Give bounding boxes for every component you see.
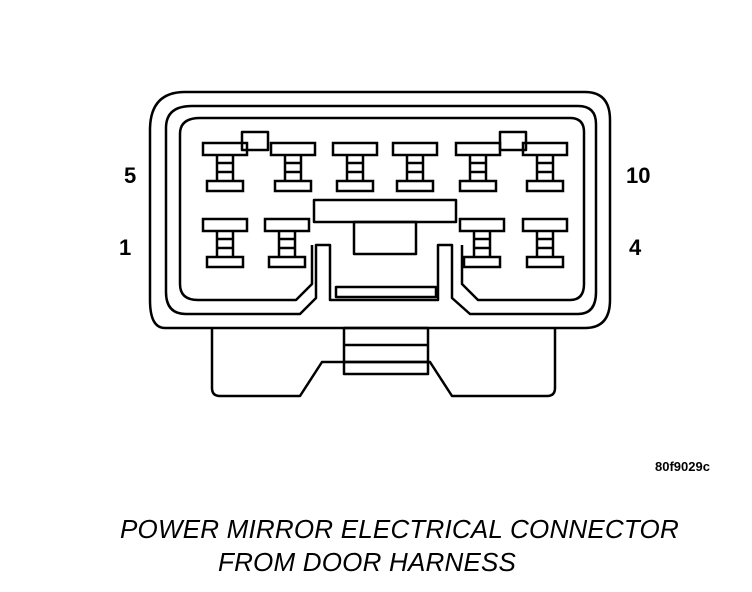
pin-label-4: 4 <box>629 235 642 260</box>
keying-block <box>352 220 418 256</box>
terminal-pin-7 <box>331 141 379 193</box>
locator-right <box>498 130 528 152</box>
terminal-pin-8 <box>391 141 439 193</box>
terminal-pin-5 <box>201 141 249 193</box>
terminal-pin-10 <box>521 141 569 193</box>
pin-label-10: 10 <box>626 163 650 188</box>
locator-left <box>240 130 270 152</box>
keying-slot <box>334 285 438 299</box>
reference-code: 80f9029c <box>655 459 710 474</box>
caption-subtitle: FROM DOOR HARNESS <box>218 547 517 577</box>
keying-bar <box>312 198 458 224</box>
connector-housing-outline <box>148 90 612 330</box>
terminal-pin-9 <box>454 141 502 193</box>
terminal-pin-4 <box>521 217 569 269</box>
terminal-pin-2 <box>263 217 311 269</box>
pin-label-5: 5 <box>124 163 136 188</box>
connector-inner-wall-left <box>178 116 314 302</box>
connector-inner-wall <box>200 116 586 302</box>
latch-release <box>342 326 430 376</box>
terminal-pin-3 <box>458 217 506 269</box>
pin-label-1: 1 <box>119 235 131 260</box>
caption-title: POWER MIRROR ELECTRICAL CONNECTOR <box>120 514 679 544</box>
connector-cavity-outline <box>164 104 598 316</box>
terminal-pin-1 <box>201 217 249 269</box>
terminal-pin-6 <box>269 141 317 193</box>
